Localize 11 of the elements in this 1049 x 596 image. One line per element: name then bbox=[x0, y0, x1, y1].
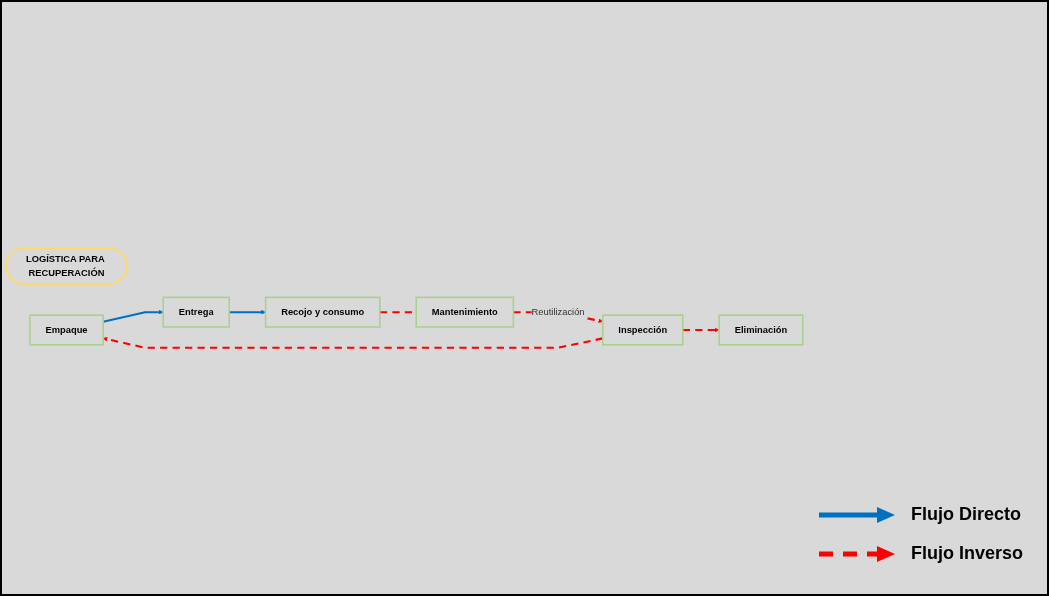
node-box: Inspección bbox=[602, 314, 684, 346]
arrow bbox=[229, 309, 266, 315]
node-box: Recojo y consumo bbox=[264, 296, 381, 328]
node-box: Mantenimiento bbox=[415, 296, 515, 328]
arrow bbox=[682, 327, 720, 333]
legend-label: Flujo Inverso bbox=[911, 543, 1024, 564]
node-box: Empaque bbox=[29, 314, 104, 346]
node-box: Eliminación bbox=[718, 314, 804, 346]
edge-label: Reutilización bbox=[531, 306, 585, 318]
node-box: Entrega bbox=[162, 296, 230, 328]
legend-label: Flujo Directo bbox=[911, 504, 1021, 525]
